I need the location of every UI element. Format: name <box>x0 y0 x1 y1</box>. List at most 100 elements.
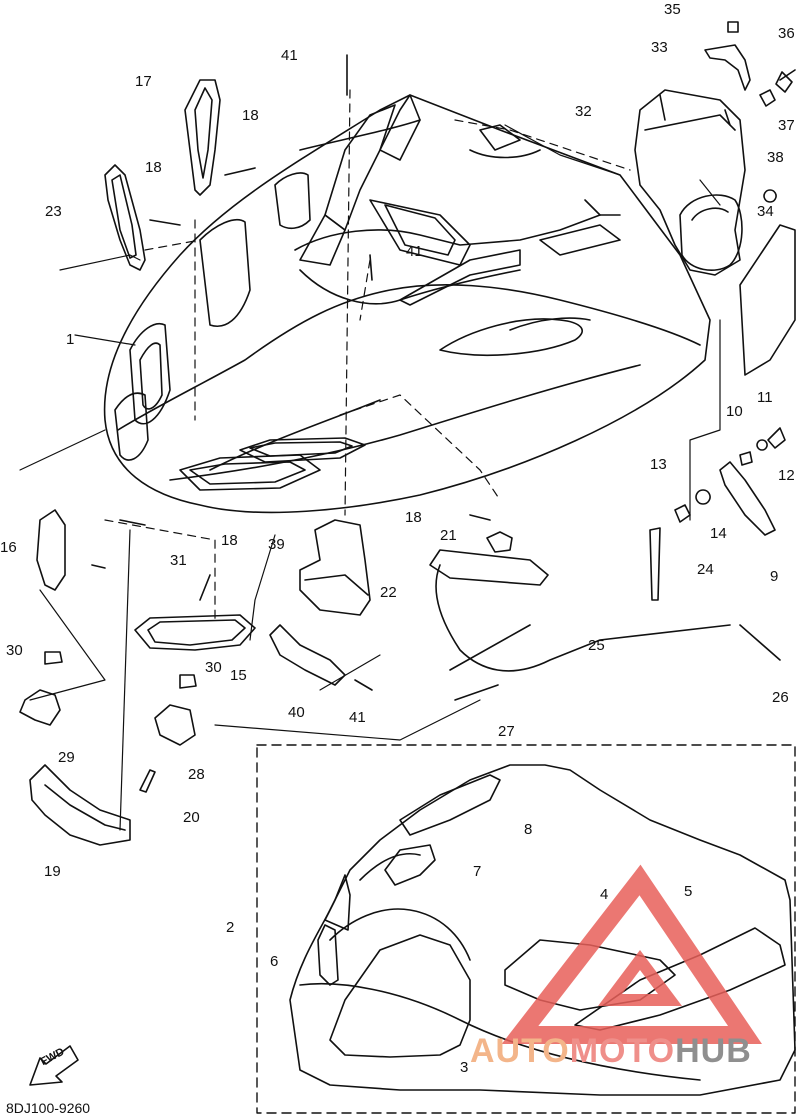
washer-38 <box>763 189 777 203</box>
socket-21 <box>486 531 513 553</box>
callout-21: 21 <box>440 527 457 544</box>
callout-24: 24 <box>697 561 714 578</box>
callout-26: 26 <box>772 689 789 706</box>
callout-4: 4 <box>600 886 609 903</box>
callout-6: 6 <box>270 953 279 970</box>
callout-8: 8 <box>524 821 533 838</box>
rivet-18e <box>469 514 491 521</box>
cable-27 <box>449 624 531 671</box>
fwd-arrow-shape <box>29 1045 79 1086</box>
callout-34: 34 <box>757 203 774 220</box>
lamp-22 <box>429 549 549 586</box>
rivet-41c <box>354 679 373 691</box>
nut-35 <box>727 21 739 33</box>
callout-1: 1 <box>66 331 75 348</box>
callout-28: 28 <box>188 766 205 783</box>
watermark-part2: MOTO <box>569 1032 676 1070</box>
callout-22: 22 <box>380 584 397 601</box>
watermark-part3: HUB <box>675 1032 752 1070</box>
callout-38: 38 <box>767 149 784 166</box>
panel-6 <box>317 924 339 986</box>
callout-35: 35 <box>664 1 681 18</box>
callout-3: 3 <box>460 1059 469 1076</box>
callout-18b: 18 <box>145 159 162 176</box>
callout-2: 2 <box>226 919 235 936</box>
rivet-18d <box>199 574 211 601</box>
watermark-text: AUTOMOTOHUB <box>470 1032 752 1071</box>
callout-9: 9 <box>770 568 779 585</box>
stay-9 <box>719 461 776 536</box>
panel-3 <box>329 934 471 1058</box>
watermark-part1: AUTO <box>470 1032 570 1070</box>
callout-33: 33 <box>651 39 668 56</box>
callout-41b: 41 <box>406 243 423 260</box>
callout-30b: 30 <box>205 659 222 676</box>
callout-18a: 18 <box>242 107 259 124</box>
callout-7: 7 <box>473 863 482 880</box>
callout-5: 5 <box>684 883 693 900</box>
callout-13: 13 <box>650 456 667 473</box>
callout-29: 29 <box>58 749 75 766</box>
nut-37 <box>759 89 776 107</box>
rivet-41b <box>369 254 373 281</box>
nut-30a <box>44 651 63 665</box>
clip-31 <box>91 564 106 569</box>
pad-5 <box>574 927 786 1031</box>
callout-15: 15 <box>230 667 247 684</box>
nut-30b <box>179 674 197 689</box>
lens <box>739 224 796 376</box>
panel-17 <box>184 79 221 196</box>
callout-41c: 41 <box>349 709 366 726</box>
duct-39 <box>299 519 371 616</box>
callout-19: 19 <box>44 863 61 880</box>
bolt-36 <box>775 69 796 93</box>
callout-23: 23 <box>45 203 62 220</box>
callout-14: 14 <box>710 525 727 542</box>
grille-16 <box>36 509 66 591</box>
bracket-29 <box>19 689 61 726</box>
kit-2-box <box>256 744 796 1114</box>
callout-17: 17 <box>135 73 152 90</box>
callout-11: 11 <box>757 389 773 406</box>
bracket-28 <box>154 704 196 746</box>
rivet-18b <box>149 219 181 226</box>
panel-19 <box>29 764 131 846</box>
callout-27: 27 <box>498 723 515 740</box>
callout-25: 25 <box>588 637 605 654</box>
panel-40 <box>269 624 346 686</box>
callout-32: 32 <box>575 103 592 120</box>
callout-36: 36 <box>778 25 795 42</box>
panel-8 <box>399 774 501 836</box>
bolt-26 <box>739 624 781 661</box>
callout-18e: 18 <box>405 509 422 526</box>
tie-24 <box>649 527 661 601</box>
diagram-code: 8DJ100-9260 <box>6 1100 91 1116</box>
callout-20: 20 <box>183 809 200 826</box>
callout-31: 31 <box>170 552 187 569</box>
rivet-18a <box>224 167 256 176</box>
cap-10 <box>739 451 753 466</box>
callout-16: 16 <box>0 539 17 556</box>
callout-41a: 41 <box>281 47 298 64</box>
duct-15 <box>134 614 256 651</box>
inner-panel <box>634 89 746 276</box>
spring-27 <box>454 684 499 701</box>
washer-11 <box>756 439 768 451</box>
callout-18c: 18 <box>221 532 238 549</box>
panel-7 <box>384 844 436 886</box>
bolt-12 <box>767 427 786 449</box>
front-cowl <box>103 94 711 514</box>
callout-37: 37 <box>778 117 795 134</box>
callout-40: 40 <box>288 704 305 721</box>
panel-23 <box>104 164 146 271</box>
nut-13 <box>674 504 691 523</box>
inner-cover <box>289 764 796 1096</box>
watermark-logo <box>501 864 762 1044</box>
rivet-18c <box>119 519 146 526</box>
cable-25 <box>435 564 731 672</box>
callout-12: 12 <box>778 467 795 484</box>
callout-30a: 30 <box>6 642 23 659</box>
callout-39: 39 <box>268 536 285 553</box>
rivet-20 <box>139 769 156 793</box>
